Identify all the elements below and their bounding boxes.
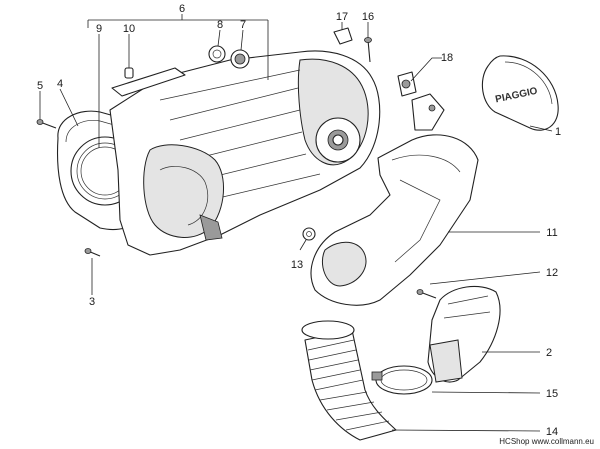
part-17-clip (333, 27, 353, 45)
leader-lines (39, 14, 553, 432)
label-8: 8 (217, 19, 223, 31)
label-15: 15 (546, 388, 558, 400)
footer-shop: HCShop (499, 437, 530, 446)
label-13: 13 (291, 259, 303, 271)
part-5-screw (36, 119, 57, 129)
label-16: 16 (362, 11, 374, 23)
label-12: 12 (546, 267, 558, 279)
label-2: 2 (546, 347, 552, 359)
label-6: 6 (179, 3, 185, 15)
part-8-ring (208, 45, 226, 63)
part-13-washer (302, 227, 316, 241)
part-18-rubber-mount (397, 71, 417, 97)
part-3-screw (84, 248, 101, 257)
label-10: 10 (123, 23, 135, 35)
label-14: 14 (546, 426, 558, 438)
part-6-transmission-cover (109, 50, 381, 256)
part-2-intake-cover (427, 285, 501, 383)
label-4: 4 (57, 78, 63, 90)
label-11: 11 (546, 227, 557, 239)
part-11-air-duct (310, 93, 479, 306)
part-9-bracket (111, 67, 186, 97)
part-12-screw (416, 289, 437, 299)
footer-url: www.collmann.eu (531, 437, 594, 446)
label-17: 17 (336, 11, 348, 23)
label-3: 3 (89, 296, 95, 308)
callout-numbers: 6 9 10 8 7 5 4 3 17 16 18 1 11 13 12 2 1… (37, 3, 561, 438)
label-7: 7 (240, 19, 246, 31)
part-7-bearing (230, 49, 250, 69)
label-18: 18 (441, 52, 453, 64)
part-15-hose-clamp (371, 365, 433, 395)
footer-credit: HCShop www.collmann.eu (499, 437, 594, 446)
part-1-cover-cap: PIAGGIO (481, 55, 559, 131)
part-10-stud (124, 67, 134, 79)
label-9: 9 (96, 23, 102, 35)
part-14-bellows-hose (301, 320, 397, 441)
part-16-bolt (364, 37, 372, 63)
label-1: 1 (555, 126, 561, 138)
label-5: 5 (37, 80, 43, 92)
